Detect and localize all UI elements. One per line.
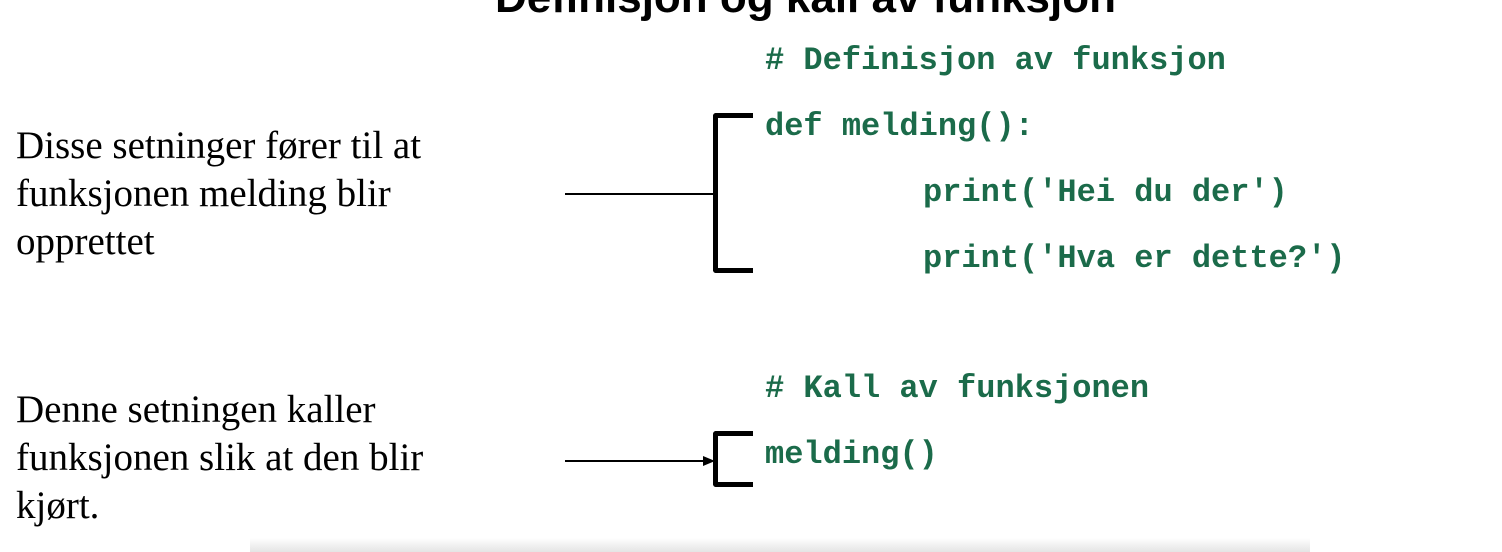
code-comment-definition: # Definisjon av funksjon [765,42,1226,79]
call-annotation-line: kjørt. [16,484,100,527]
slide-title: Definisjon og kall av funksjon [495,0,1116,22]
slide-title-fragment: Definisjon og kall av funksjon [495,0,1135,22]
call-annotation-line: Denne setningen kaller [16,388,376,431]
call-annotation-line: funksjonen slik at den blir [16,436,424,479]
call-connector-line [565,460,705,462]
code-call-line: melding() [765,436,938,473]
code-def-line: def melding(): [765,108,1034,145]
call-annotation: Denne setningen kaller funksjonen slik a… [16,386,576,530]
definition-annotation-line: Disse setninger fører til at [16,124,422,167]
definition-annotation-line: opprettet [16,220,155,263]
definition-bracket [713,113,753,273]
code-print-line: print('Hva er dette?') [923,240,1346,277]
definition-connector-line [565,193,715,195]
code-comment-call: # Kall av funksjonen [765,370,1150,407]
call-bracket [713,431,753,487]
bottom-shadow [250,538,1310,552]
code-print-line: print('Hei du der') [923,174,1288,211]
definition-annotation: Disse setninger fører til at funksjonen … [16,122,576,266]
definition-annotation-line: funksjonen melding blir [16,172,391,215]
call-arrowhead-icon [703,456,715,466]
